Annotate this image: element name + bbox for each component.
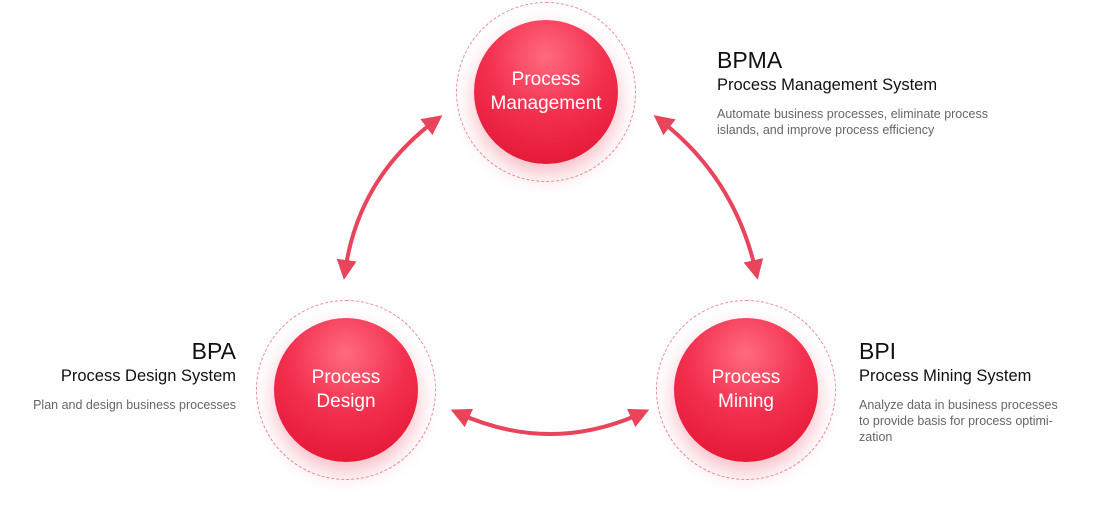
node-disc: Process Design <box>274 318 418 462</box>
info-abbr: BPI <box>859 338 897 364</box>
info-bpi: BPI Process Mining System Analyze data i… <box>859 337 1058 445</box>
node-process-management: Process Management <box>456 2 636 182</box>
node-label-line1: Process <box>511 69 581 90</box>
node-label-line2: Management <box>490 93 602 114</box>
info-desc: Automate business processes, eliminate p… <box>717 106 988 138</box>
info-desc-line: Plan and design business processes <box>33 398 236 412</box>
node-ring <box>656 300 836 480</box>
info-name: Process Design System <box>60 367 236 385</box>
info-desc-line: Automate business processes, eliminate p… <box>717 107 988 121</box>
node-label-line2: Design <box>316 391 376 412</box>
node-label-line2: Mining <box>718 391 774 412</box>
node-process-design: Process Design <box>256 300 436 480</box>
info-desc-line: Analyze data in business processes <box>859 398 1058 412</box>
node-ring <box>456 2 636 182</box>
info-abbr: BPA <box>191 338 236 364</box>
arrow-management-mining <box>653 115 764 280</box>
node-ring <box>256 300 436 480</box>
arrow-design-mining <box>450 408 650 436</box>
info-desc-line: islands, and improve process efficiency <box>717 123 935 137</box>
node-disc: Process Management <box>474 20 618 164</box>
node-disc: Process Mining <box>674 318 818 462</box>
info-desc: Analyze data in business processes to pr… <box>859 397 1058 445</box>
info-name: Process Mining System <box>859 367 1032 385</box>
info-abbr: BPMA <box>717 47 783 73</box>
node-label-line1: Process <box>311 367 381 388</box>
info-desc-line: to provide basis for process optimi- <box>859 414 1053 428</box>
info-desc: Plan and design business processes <box>33 397 236 413</box>
info-bpma: BPMA Process Management System Automate … <box>717 46 988 138</box>
arrow-design-management <box>336 115 443 280</box>
node-process-mining: Process Mining <box>656 300 836 480</box>
info-name: Process Management System <box>717 76 938 94</box>
info-desc-line: zation <box>859 430 893 444</box>
info-bpa: BPA Process Design System Plan and desig… <box>33 337 236 413</box>
node-label-line1: Process <box>711 367 781 388</box>
